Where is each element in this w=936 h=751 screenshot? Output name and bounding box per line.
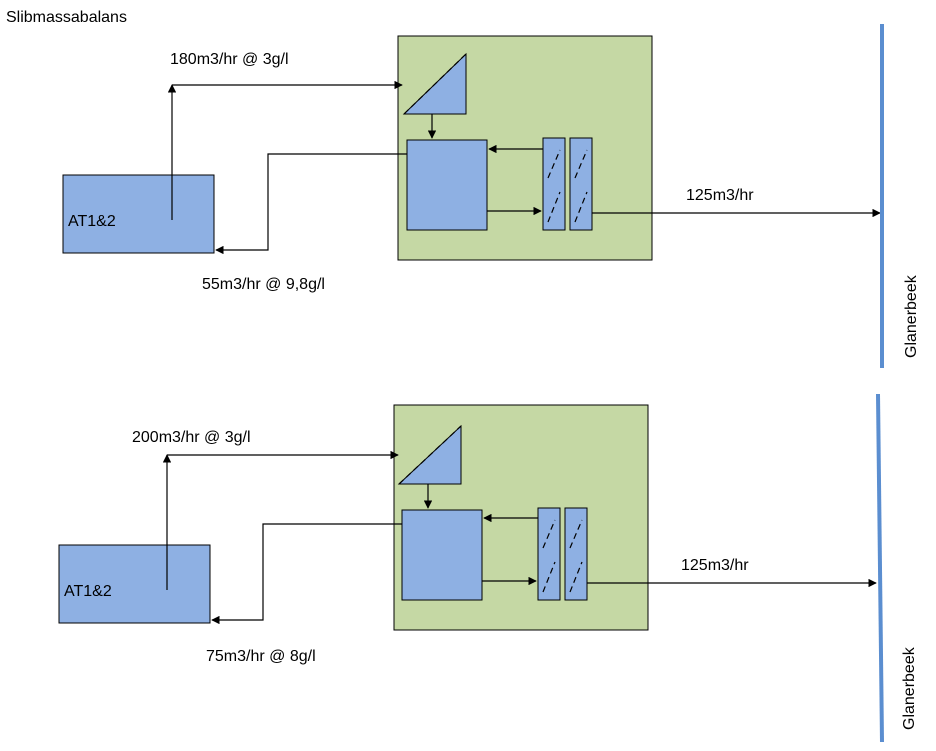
recycle-flow-label: 200m3/hr @ 3g/l	[132, 429, 251, 446]
return-line	[215, 153, 407, 255]
filter-module-left	[542, 137, 566, 231]
filter-dash	[574, 191, 588, 223]
river-label: Glanerbeek	[903, 274, 920, 358]
filter-dash	[569, 561, 583, 593]
settler-dashed-edge	[398, 425, 462, 485]
effluent-flow-label: 125m3/hr	[686, 187, 754, 204]
filter-dash	[547, 191, 561, 223]
filter-module-right	[564, 507, 588, 601]
filter-module-right	[569, 137, 593, 231]
settler-dashed-edge	[403, 53, 467, 115]
filter-dash	[547, 149, 561, 179]
page-title: Slibmassabalans	[6, 9, 127, 26]
central-unit	[401, 509, 483, 601]
filter-dash	[542, 561, 556, 593]
river-label: Glanerbeek	[901, 646, 918, 730]
return-flow-label: 75m3/hr @ 8g/l	[206, 648, 316, 665]
filter-dash	[574, 149, 588, 179]
aeration-tank	[62, 174, 215, 254]
filter-module-left	[537, 507, 561, 601]
aeration-tank-label: AT1&2	[64, 583, 112, 600]
filter-dash	[542, 519, 556, 549]
return-flow-label: 55m3/hr @ 9,8g/l	[202, 276, 325, 293]
aeration-tank	[58, 544, 211, 624]
flow-diagram-2: AT1&2 200m3/hr @ 3g/l 75m3/hr @ 8g/l 125…	[58, 393, 918, 743]
aeration-tank-label: AT1&2	[68, 213, 116, 230]
effluent-flow-label: 125m3/hr	[681, 557, 749, 574]
river-line	[876, 393, 884, 743]
central-unit	[406, 139, 488, 231]
flow-diagram-1: AT1&2 180m3/hr @ 3g/l 55m3/hr @ 9,8g/l 1…	[62, 24, 920, 368]
filter-dash	[569, 519, 583, 549]
recycle-flow-label: 180m3/hr @ 3g/l	[170, 51, 289, 68]
return-line	[211, 523, 402, 625]
